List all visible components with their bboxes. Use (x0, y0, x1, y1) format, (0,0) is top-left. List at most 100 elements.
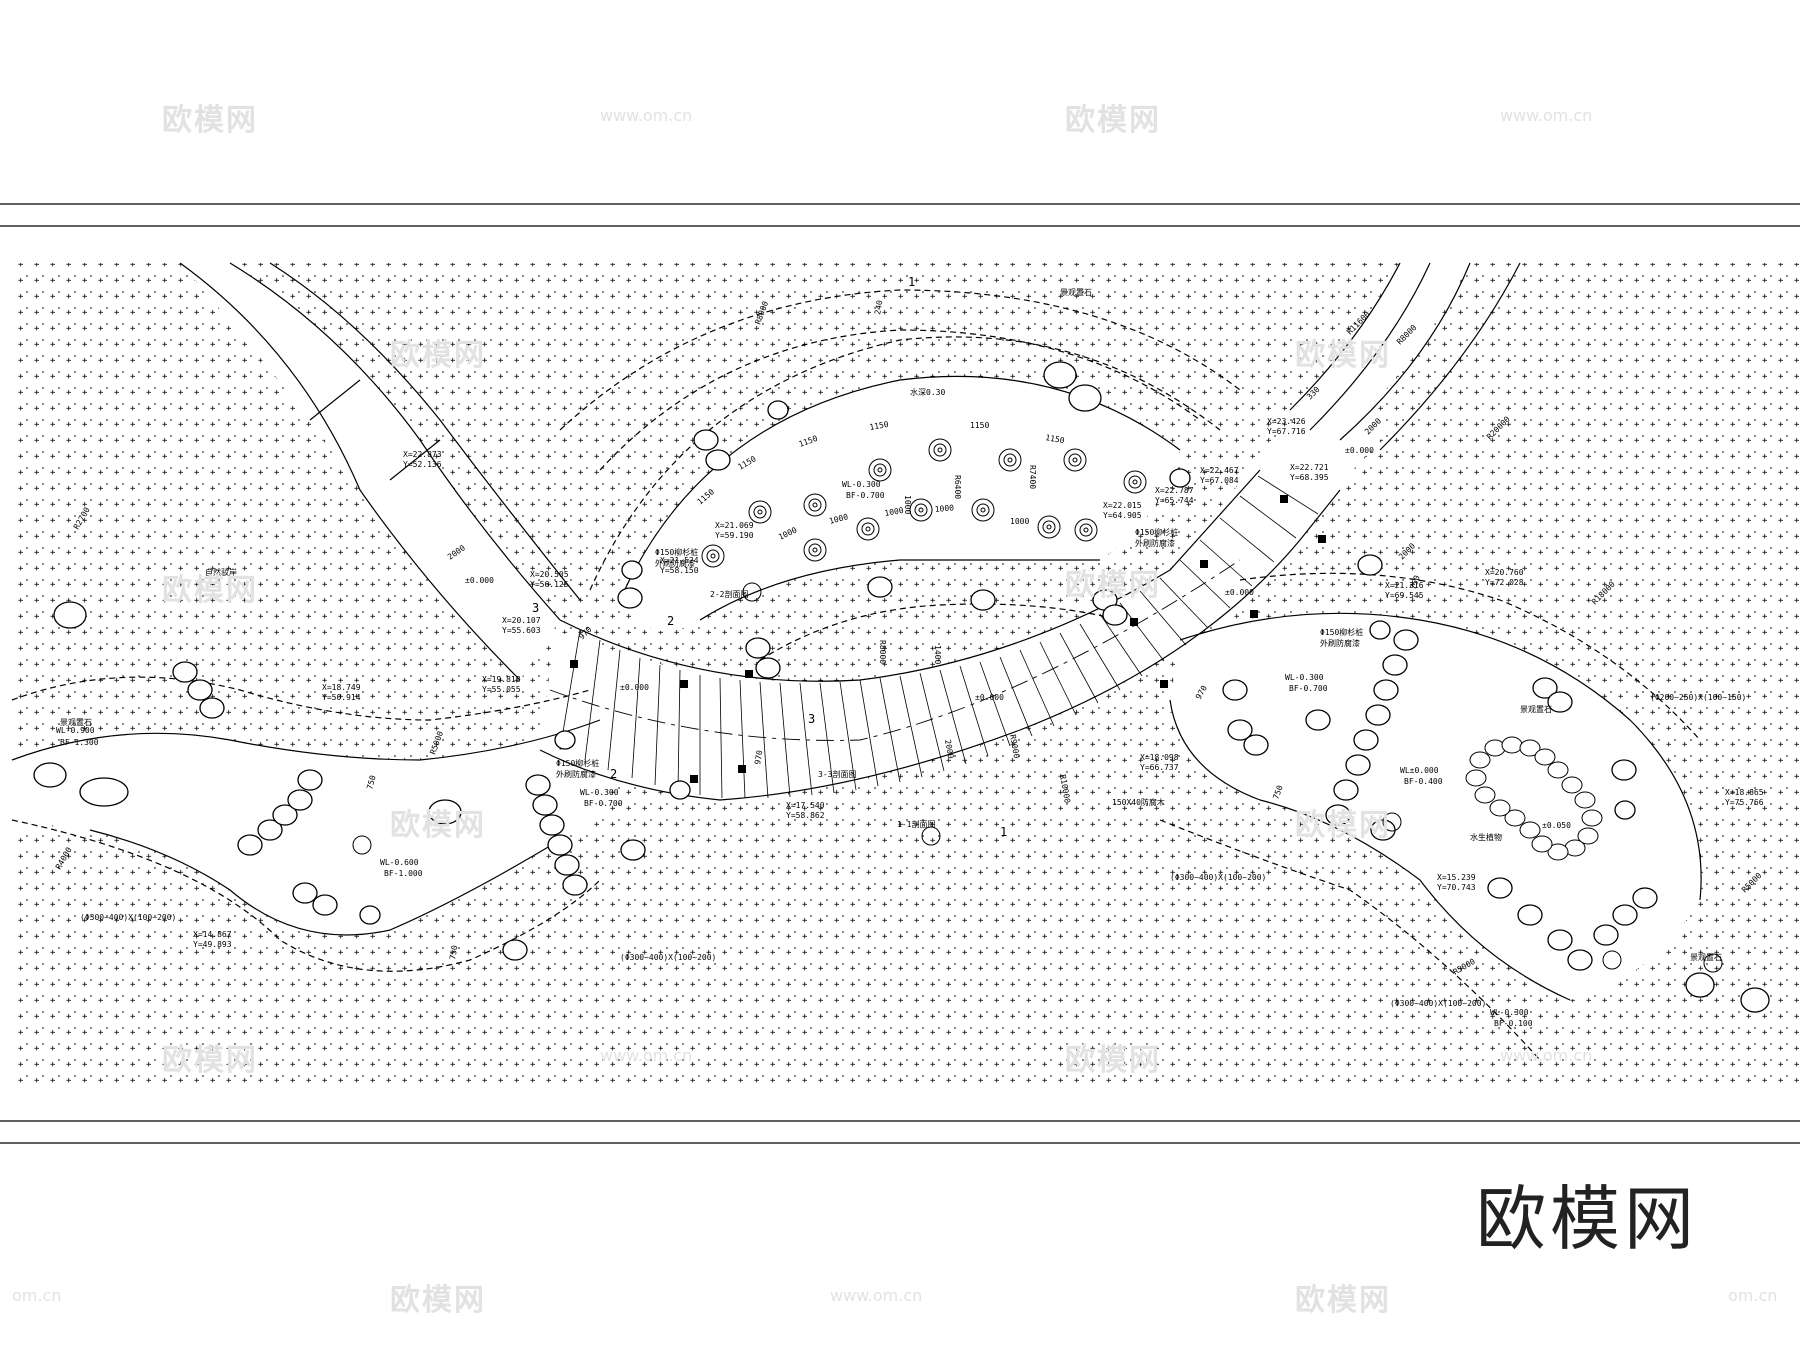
section-number: 1 (908, 275, 915, 289)
walkway-right-edge-c (1339, 262, 1471, 441)
coord-x: X=18.098 (1140, 753, 1179, 762)
wl-label: WL-0.900 (56, 726, 95, 735)
stone-note: (Φ300~400)X(100~200) (1390, 999, 1486, 1008)
watermark: 欧模网 (1065, 103, 1161, 138)
dim: R6400 (953, 475, 962, 499)
wl-label: WL-0.300 (842, 480, 881, 489)
level-mark: ±0.000 (975, 693, 1004, 702)
coord-x: X=22.873 (403, 450, 442, 459)
coord-y: Y=59.190 (715, 531, 754, 540)
bf-label: BF-0.100 (1494, 1019, 1533, 1028)
dim: 750 (365, 774, 377, 790)
wl-label: WL-0.300 (580, 788, 619, 797)
section-number: 2 (610, 767, 617, 781)
dim: R7400 (1028, 465, 1037, 489)
stone-note: (Φ300~400)X(100~200) (1170, 873, 1266, 882)
section-title: 1-1剖面图 (897, 819, 935, 829)
coord-x: X=22.015 (1103, 501, 1142, 510)
coord-y: Y=67.716 (1267, 427, 1306, 436)
watermark-url: www.om.cn (600, 1046, 693, 1065)
pile-note: 外刷防腐漆 (1135, 538, 1175, 548)
coord-x: X=21.524 (660, 556, 699, 565)
dim: 1000 (934, 503, 954, 514)
level-mark: ±0.000 (1225, 588, 1254, 597)
watermark: 欧模网 (162, 1043, 258, 1078)
bridge-edge-inner (539, 489, 1341, 801)
bf-label: BF-0.700 (846, 491, 885, 500)
pond-right-dash (1239, 572, 1701, 741)
coord-y: Y=58.862 (786, 811, 825, 820)
dim: R9000 (1008, 734, 1021, 759)
bf-label: BF-0.400 (1404, 777, 1443, 786)
coord-y: Y=64.905 (1103, 511, 1142, 520)
walkway-left-edge-b (269, 262, 581, 601)
dim: 750 (448, 944, 459, 960)
coord-x: X=17.540 (786, 801, 825, 810)
bf-label: BF-1.000 (384, 869, 423, 878)
coord-y: Y=58.150 (660, 566, 699, 575)
dim: 1150 (1045, 433, 1066, 445)
coord-x: X=22.467 (1200, 466, 1239, 475)
watermark: 欧模网 (390, 1283, 486, 1318)
bottom-note: 自然驳岸 (205, 567, 237, 577)
coord-y: Y=72.028 (1485, 578, 1524, 587)
coord-x: X=22.721 (1290, 463, 1329, 472)
bf-label: BF-0.700 (1289, 684, 1328, 693)
wl-label: WL±0.000 (1400, 766, 1439, 775)
coord-x: X=18.749 (322, 683, 361, 692)
coord-x: X=21.316 (1385, 581, 1424, 590)
dim: R8000 (878, 640, 887, 664)
pond-right-dash2 (1159, 819, 1541, 1061)
coord-y: Y=52.136 (403, 460, 442, 469)
pond-right-edge (1179, 612, 1702, 901)
coord-y: Y=56.125 (530, 580, 569, 589)
watermark: 欧模网 (162, 573, 258, 608)
dim: 1000 (884, 506, 905, 518)
coord-x: X=14.867 (193, 930, 232, 939)
watermark: 欧模网 (390, 338, 486, 373)
top-arc-dash (559, 289, 1241, 431)
pond-left-edge2 (89, 829, 561, 936)
logo: 欧模网 (1476, 1178, 1698, 1260)
section-markers (352, 582, 1723, 973)
coord-x: X=18.865 (1725, 788, 1764, 797)
pond-left-edge (11, 719, 601, 761)
coord-y: Y=68.395 (1290, 473, 1329, 482)
stone-type: 景观置石 (1520, 705, 1552, 714)
dim: 1150 (970, 421, 989, 430)
pile-label: Φ150柳杉桩 (556, 758, 599, 768)
watermark: 欧模网 (1295, 338, 1391, 373)
coord-y: Y=66.737 (1140, 763, 1179, 772)
section-number: 1 (1000, 825, 1007, 839)
watermark: 欧模网 (390, 808, 486, 843)
watermark-url: www.om.cn (1500, 106, 1593, 125)
watermark: 欧模网 (1065, 568, 1161, 603)
level-mark: ±0.000 (1345, 446, 1374, 455)
pond-left (12, 720, 614, 935)
dim: 240 (873, 299, 884, 315)
plant-note: 水生植物 (1470, 832, 1502, 842)
level-mark: ±0.000 (620, 683, 649, 692)
pile-note: 外刷防腐漆 (1320, 638, 1360, 648)
dim: 1000 (1010, 517, 1029, 526)
stone-note: (Φ200~250)X(100~150) (1650, 693, 1746, 702)
coord-y: Y=70.743 (1437, 883, 1476, 892)
coord-y: Y=55.603 (502, 626, 541, 635)
dim: 1400 (933, 645, 942, 664)
stone-type: 景观置石 (1060, 288, 1092, 297)
walkway-left-edge-c (179, 262, 521, 681)
coord-y: Y=65.744 (1155, 496, 1194, 505)
walkway-left-edge-a (229, 262, 561, 621)
watermark-url: www.om.cn (600, 106, 693, 125)
watermark-url: www.om.cn (830, 1286, 923, 1305)
coord-x: X=22.787 (1155, 486, 1194, 495)
coord-x: X=23.426 (1267, 417, 1306, 426)
pond-right-edge2 (1169, 699, 1571, 1001)
wl-label: WL-0.600 (380, 858, 419, 867)
walkway-right-edge-b (1309, 262, 1431, 431)
dim: 2000 (943, 739, 955, 760)
depth-note: 水深0.30 (910, 387, 945, 397)
coord-y: Y=67.084 (1200, 476, 1239, 485)
level-mark: ±0.050 (1542, 821, 1571, 830)
